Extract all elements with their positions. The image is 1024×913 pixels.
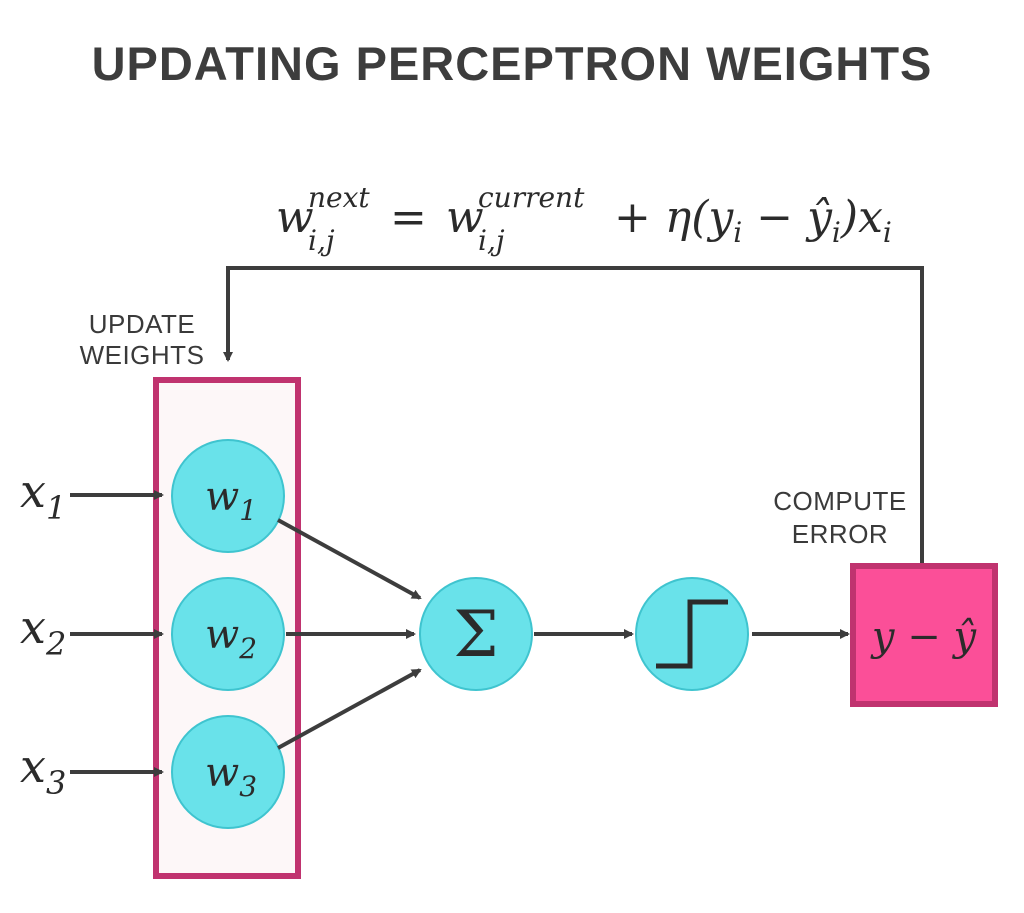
compute-error-label-line1: COMPUTE — [773, 486, 907, 516]
update-weights-label-line2: WEIGHTS — [80, 340, 205, 370]
svg-text:=: = — [390, 192, 427, 243]
weight-label-w2: w2 — [205, 612, 257, 665]
formula-x-sub: i — [883, 216, 892, 249]
formula-rhs-sub: i,j — [478, 224, 505, 257]
formula-yhat-sub: i — [832, 216, 841, 249]
formula-lhs-sup: next — [308, 181, 370, 214]
svg-text:next: next — [308, 181, 370, 214]
svg-text:x3: x3 — [20, 739, 66, 802]
formula-rhs-var: w — [446, 192, 484, 243]
formula-x: x — [858, 192, 883, 243]
diagram-title: UPDATING PERCEPTRON WEIGHTS — [92, 37, 933, 90]
svg-text:+ η(yi − ŷi)xi: + η(yi − ŷi)xi — [614, 192, 892, 249]
sum-node — [419, 577, 533, 691]
weight-node-w3 — [171, 715, 285, 829]
weight-label-w1: w1 — [205, 474, 257, 527]
compute-error-label-line2: ERROR — [792, 519, 888, 549]
arrow-w3-to-sum — [277, 668, 422, 750]
input-x1: x1 — [20, 464, 66, 527]
formula-plus-eta: + η( — [614, 192, 709, 243]
error-expression: y − ŷ — [870, 614, 978, 660]
svg-text:w: w — [276, 192, 314, 243]
formula-y-sub: i — [733, 216, 742, 249]
formula-lhs-var: w — [276, 192, 314, 243]
formula-close-paren: ) — [840, 192, 858, 243]
svg-text:current: current — [478, 181, 585, 214]
formula-minus: − — [742, 192, 807, 243]
weight-node-w2 — [171, 577, 285, 691]
formula-y: y — [706, 192, 734, 243]
svg-text:w: w — [446, 192, 484, 243]
formula-yhat: ŷ — [805, 192, 833, 243]
step-function-icon — [656, 599, 728, 669]
svg-text:i,j: i,j — [478, 224, 505, 257]
feedback-connector — [223, 266, 924, 566]
formula-rhs-sup: current — [478, 181, 585, 214]
formula-lhs-sub: i,j — [308, 224, 335, 257]
svg-text:i,j: i,j — [308, 224, 335, 257]
formula-equals: = — [390, 192, 427, 243]
weight-node-w1 — [171, 439, 285, 553]
input-x2: x2 — [20, 600, 66, 663]
arrow-w1-to-sum — [277, 518, 422, 600]
svg-text:x1: x1 — [20, 464, 66, 527]
weight-label-w3: w3 — [205, 750, 257, 803]
update-weights-label-line1: UPDATE — [89, 309, 196, 339]
svg-text:x2: x2 — [20, 600, 66, 663]
sum-symbol: Σ — [453, 598, 498, 672]
input-x3: x3 — [20, 739, 66, 802]
error-box — [850, 563, 998, 707]
update-formula: w next i,j = w current i,j + η(yi − ŷi)x… — [276, 181, 892, 257]
